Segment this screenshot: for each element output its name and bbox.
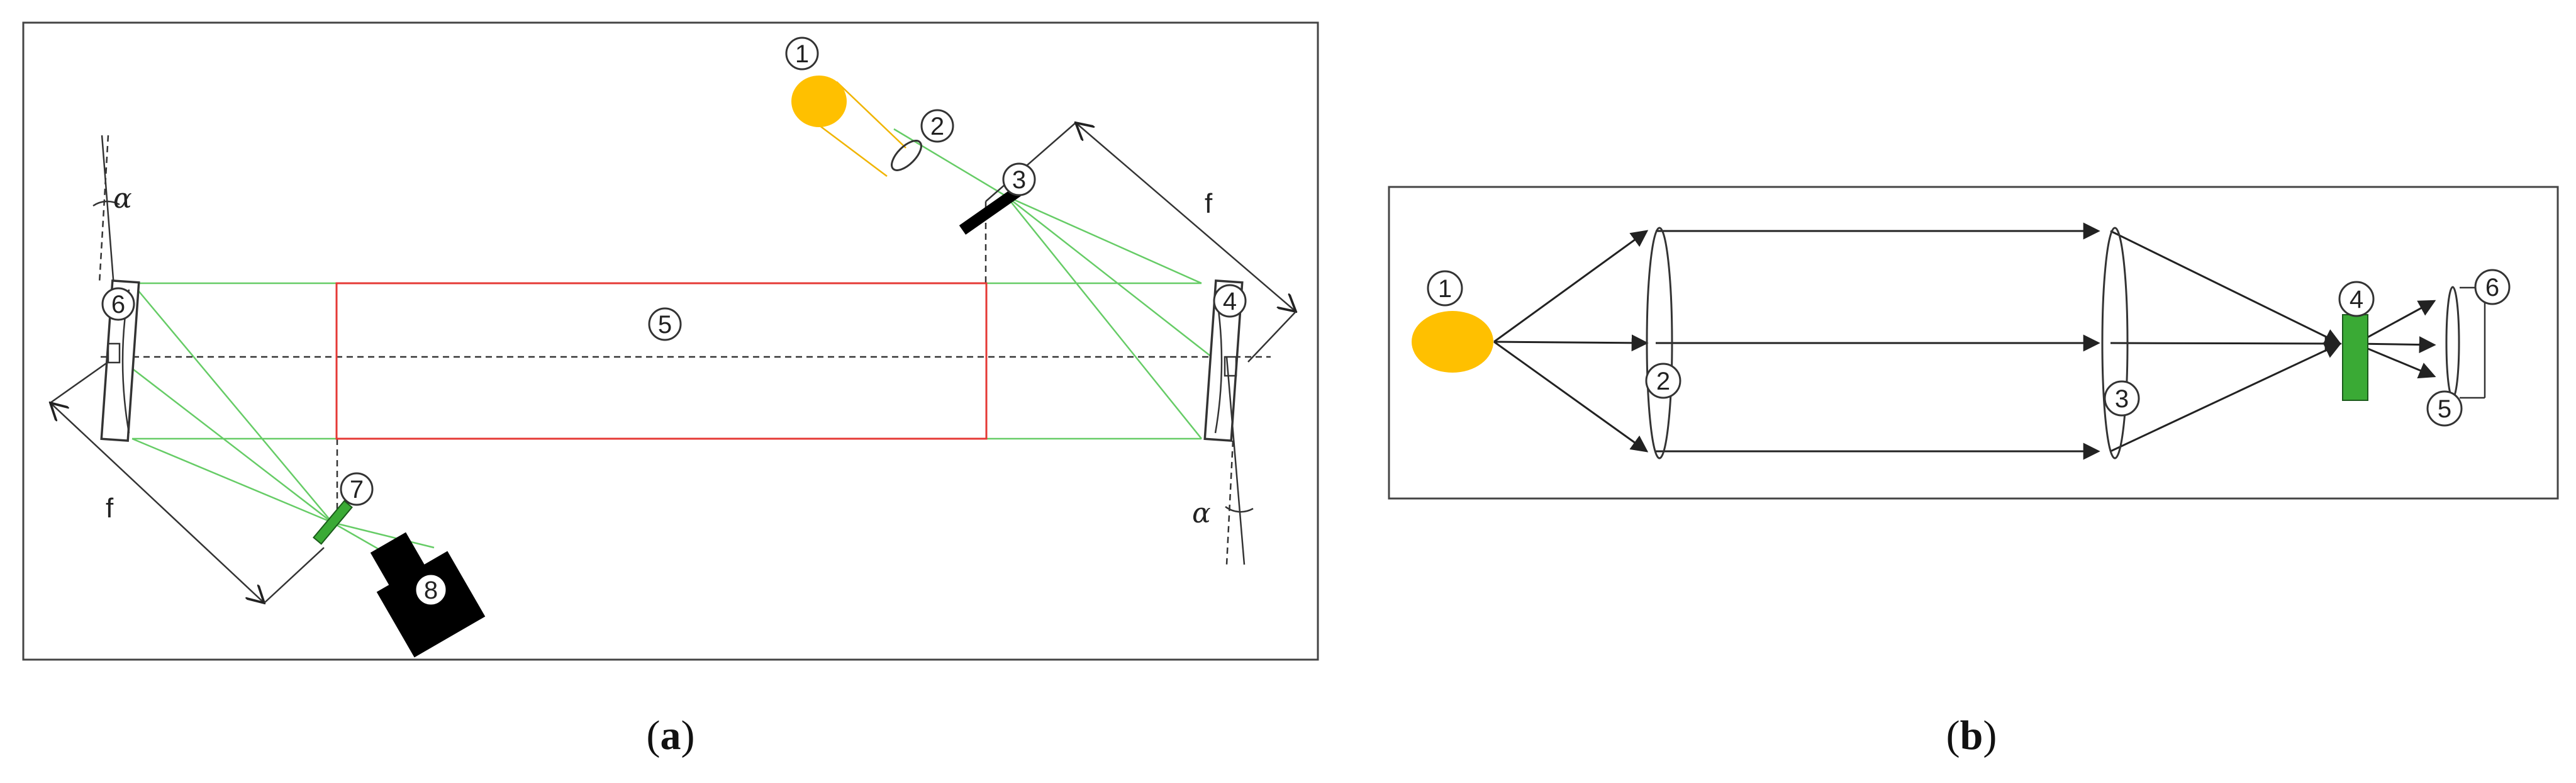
marker-b-6: 6 bbox=[2474, 269, 2511, 305]
source-beam-lower bbox=[811, 119, 888, 177]
light-source bbox=[791, 76, 847, 127]
ray-paths bbox=[1493, 222, 2436, 460]
light-beams bbox=[119, 128, 1215, 568]
svg-text:8: 8 bbox=[424, 577, 438, 604]
marker-a-7: 7 bbox=[340, 472, 374, 506]
marker-a-1: 1 bbox=[785, 37, 819, 70]
svg-text:2: 2 bbox=[930, 113, 944, 140]
marker-a-3: 3 bbox=[1002, 162, 1036, 196]
marker-a-6: 6 bbox=[101, 287, 135, 321]
svg-text:6: 6 bbox=[2485, 274, 2499, 301]
svg-text:2: 2 bbox=[1656, 368, 1670, 395]
panel-b: 1 2 3 4 5 6 (b) bbox=[1388, 186, 2559, 758]
detector-b bbox=[2445, 286, 2486, 399]
svg-text:3: 3 bbox=[2115, 385, 2129, 413]
svg-text:1: 1 bbox=[1438, 275, 1452, 303]
angle-label-right: α bbox=[1192, 497, 1211, 529]
marker-a-5: 5 bbox=[648, 307, 682, 341]
marker-a-8: 8 bbox=[414, 573, 448, 607]
marker-b-5: 5 bbox=[2426, 390, 2463, 427]
source-beam-upper bbox=[836, 81, 906, 149]
focal-length-right bbox=[985, 123, 1296, 363]
panel-b-frame bbox=[1388, 186, 2559, 500]
marker-b-4: 4 bbox=[2338, 281, 2375, 317]
panel-a: 1 2 3 4 5 6 7 8 f f bbox=[22, 21, 1319, 758]
caption-b: (b) bbox=[1946, 713, 1997, 758]
light-source-b bbox=[1412, 311, 1493, 373]
marker-b-3: 3 bbox=[2104, 380, 2140, 417]
svg-text:7: 7 bbox=[350, 476, 364, 504]
svg-text:4: 4 bbox=[2350, 286, 2363, 313]
svg-text:6: 6 bbox=[111, 291, 125, 318]
caption-a: (a) bbox=[647, 713, 695, 758]
test-section bbox=[335, 282, 988, 440]
svg-text:1: 1 bbox=[795, 40, 809, 68]
svg-text:4: 4 bbox=[1223, 288, 1237, 315]
lens-b-2 bbox=[1646, 227, 1673, 459]
focal-length-label-right: f bbox=[1205, 188, 1213, 219]
marker-b-2: 2 bbox=[1645, 363, 1681, 399]
filter bbox=[313, 500, 353, 545]
lens-b-3 bbox=[2101, 227, 2129, 459]
angle-label-left: α bbox=[113, 183, 132, 215]
filter-b bbox=[2342, 314, 2368, 401]
slit bbox=[959, 186, 1023, 235]
svg-text:3: 3 bbox=[1012, 166, 1026, 194]
marker-a-2: 2 bbox=[920, 109, 954, 143]
svg-text:5: 5 bbox=[2438, 395, 2451, 423]
focal-length-left bbox=[50, 361, 325, 603]
spherical-mirror-right bbox=[1203, 279, 1254, 565]
marker-a-4: 4 bbox=[1213, 284, 1247, 318]
panel-a-frame bbox=[22, 21, 1319, 661]
focal-length-label-left: f bbox=[106, 493, 114, 524]
marker-b-1: 1 bbox=[1427, 270, 1463, 307]
condenser-lens bbox=[891, 140, 922, 171]
svg-text:5: 5 bbox=[658, 311, 672, 339]
